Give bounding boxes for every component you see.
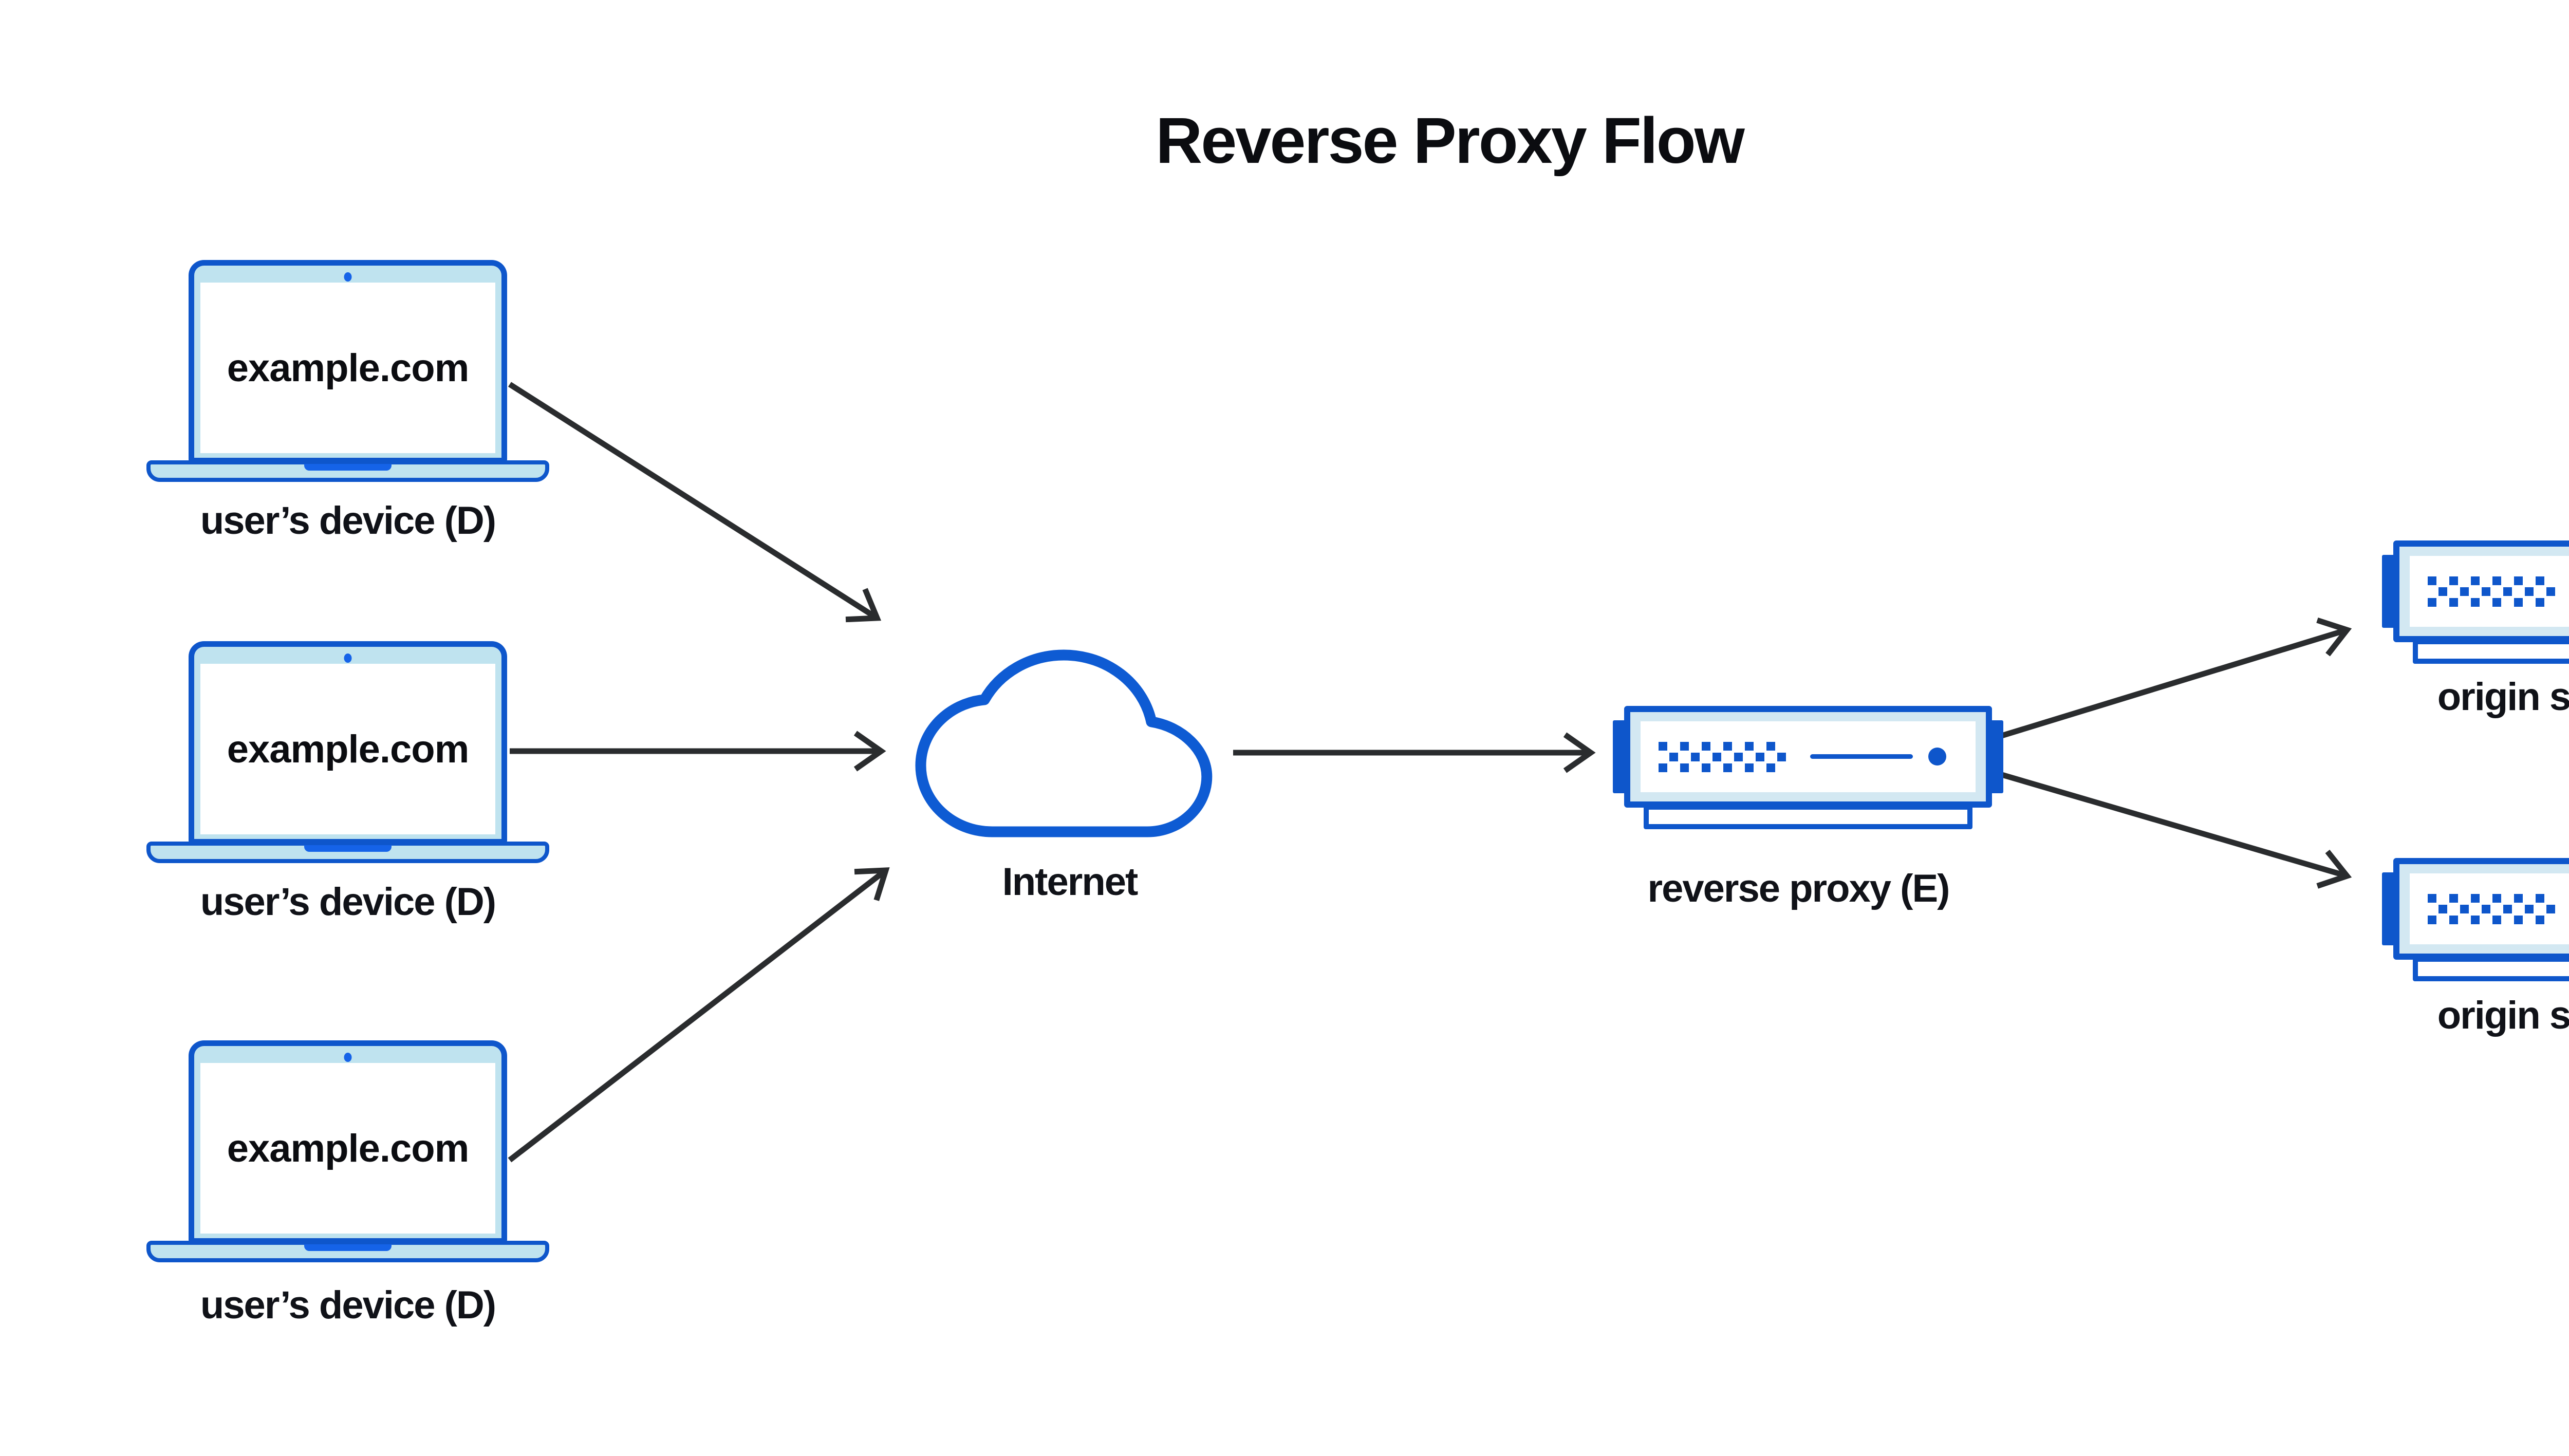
server-slot-line xyxy=(1810,754,1913,759)
camera-dot-icon xyxy=(344,1053,352,1062)
server-base xyxy=(2413,957,2569,981)
arrow-device1-to-internet xyxy=(508,382,882,623)
laptop-base xyxy=(146,842,549,863)
arrow-device3-to-internet xyxy=(508,867,890,1163)
internet-label: Internet xyxy=(1002,860,1139,904)
arrow-proxy-to-origin1 xyxy=(1996,617,2352,740)
screen-url: example.com xyxy=(227,727,470,771)
server-power-dot xyxy=(1928,748,1946,766)
screen-url: example.com xyxy=(227,1126,470,1170)
laptop-display: example.com xyxy=(200,283,495,453)
server-base xyxy=(1644,805,1972,829)
laptop-base xyxy=(146,1241,549,1262)
laptop-display: example.com xyxy=(200,664,495,834)
laptop-screen: example.com xyxy=(189,1040,507,1244)
camera-dot-icon xyxy=(344,272,352,282)
server-body xyxy=(2393,858,2569,960)
laptop-icon-device-1: example.com xyxy=(146,260,549,484)
server-vents-icon xyxy=(2428,576,2555,607)
server-face xyxy=(1641,721,1976,792)
server-base xyxy=(2413,639,2569,664)
laptop-display: example.com xyxy=(200,1063,495,1234)
server-face xyxy=(2410,556,2569,627)
diagram-title: Reverse Proxy Flow xyxy=(1156,104,1745,177)
origin-server-1-icon xyxy=(2382,540,2569,666)
laptop-notch xyxy=(304,464,392,471)
laptop-icon-device-2: example.com xyxy=(146,641,549,865)
laptop-icon-device-3: example.com xyxy=(146,1040,549,1264)
laptop-notch xyxy=(304,845,392,852)
laptop-base xyxy=(146,460,549,482)
device-3-label: user’s device (D) xyxy=(200,1283,496,1327)
cloud-icon xyxy=(915,649,1213,837)
origin-server-1-label: origin server (F) xyxy=(2437,675,2569,719)
device-2-label: user’s device (D) xyxy=(200,880,496,924)
camera-dot-icon xyxy=(344,654,352,663)
origin-server-2-icon xyxy=(2382,858,2569,984)
server-face xyxy=(2410,873,2569,944)
reverse-proxy-icon xyxy=(1613,706,2003,832)
server-vents-icon xyxy=(1659,742,1786,772)
arrow-proxy-to-origin2 xyxy=(1996,770,2352,889)
server-vents-icon xyxy=(2428,894,2555,924)
server-body xyxy=(2393,540,2569,642)
laptop-screen: example.com xyxy=(189,641,507,845)
laptop-notch xyxy=(304,1244,392,1251)
origin-server-2-label: origin server (F) xyxy=(2437,994,2569,1037)
device-1-label: user’s device (D) xyxy=(200,499,496,543)
server-body xyxy=(1624,706,1992,808)
screen-url: example.com xyxy=(227,346,470,390)
laptop-screen: example.com xyxy=(189,260,507,463)
reverse-proxy-label: reverse proxy (E) xyxy=(1647,867,1950,910)
